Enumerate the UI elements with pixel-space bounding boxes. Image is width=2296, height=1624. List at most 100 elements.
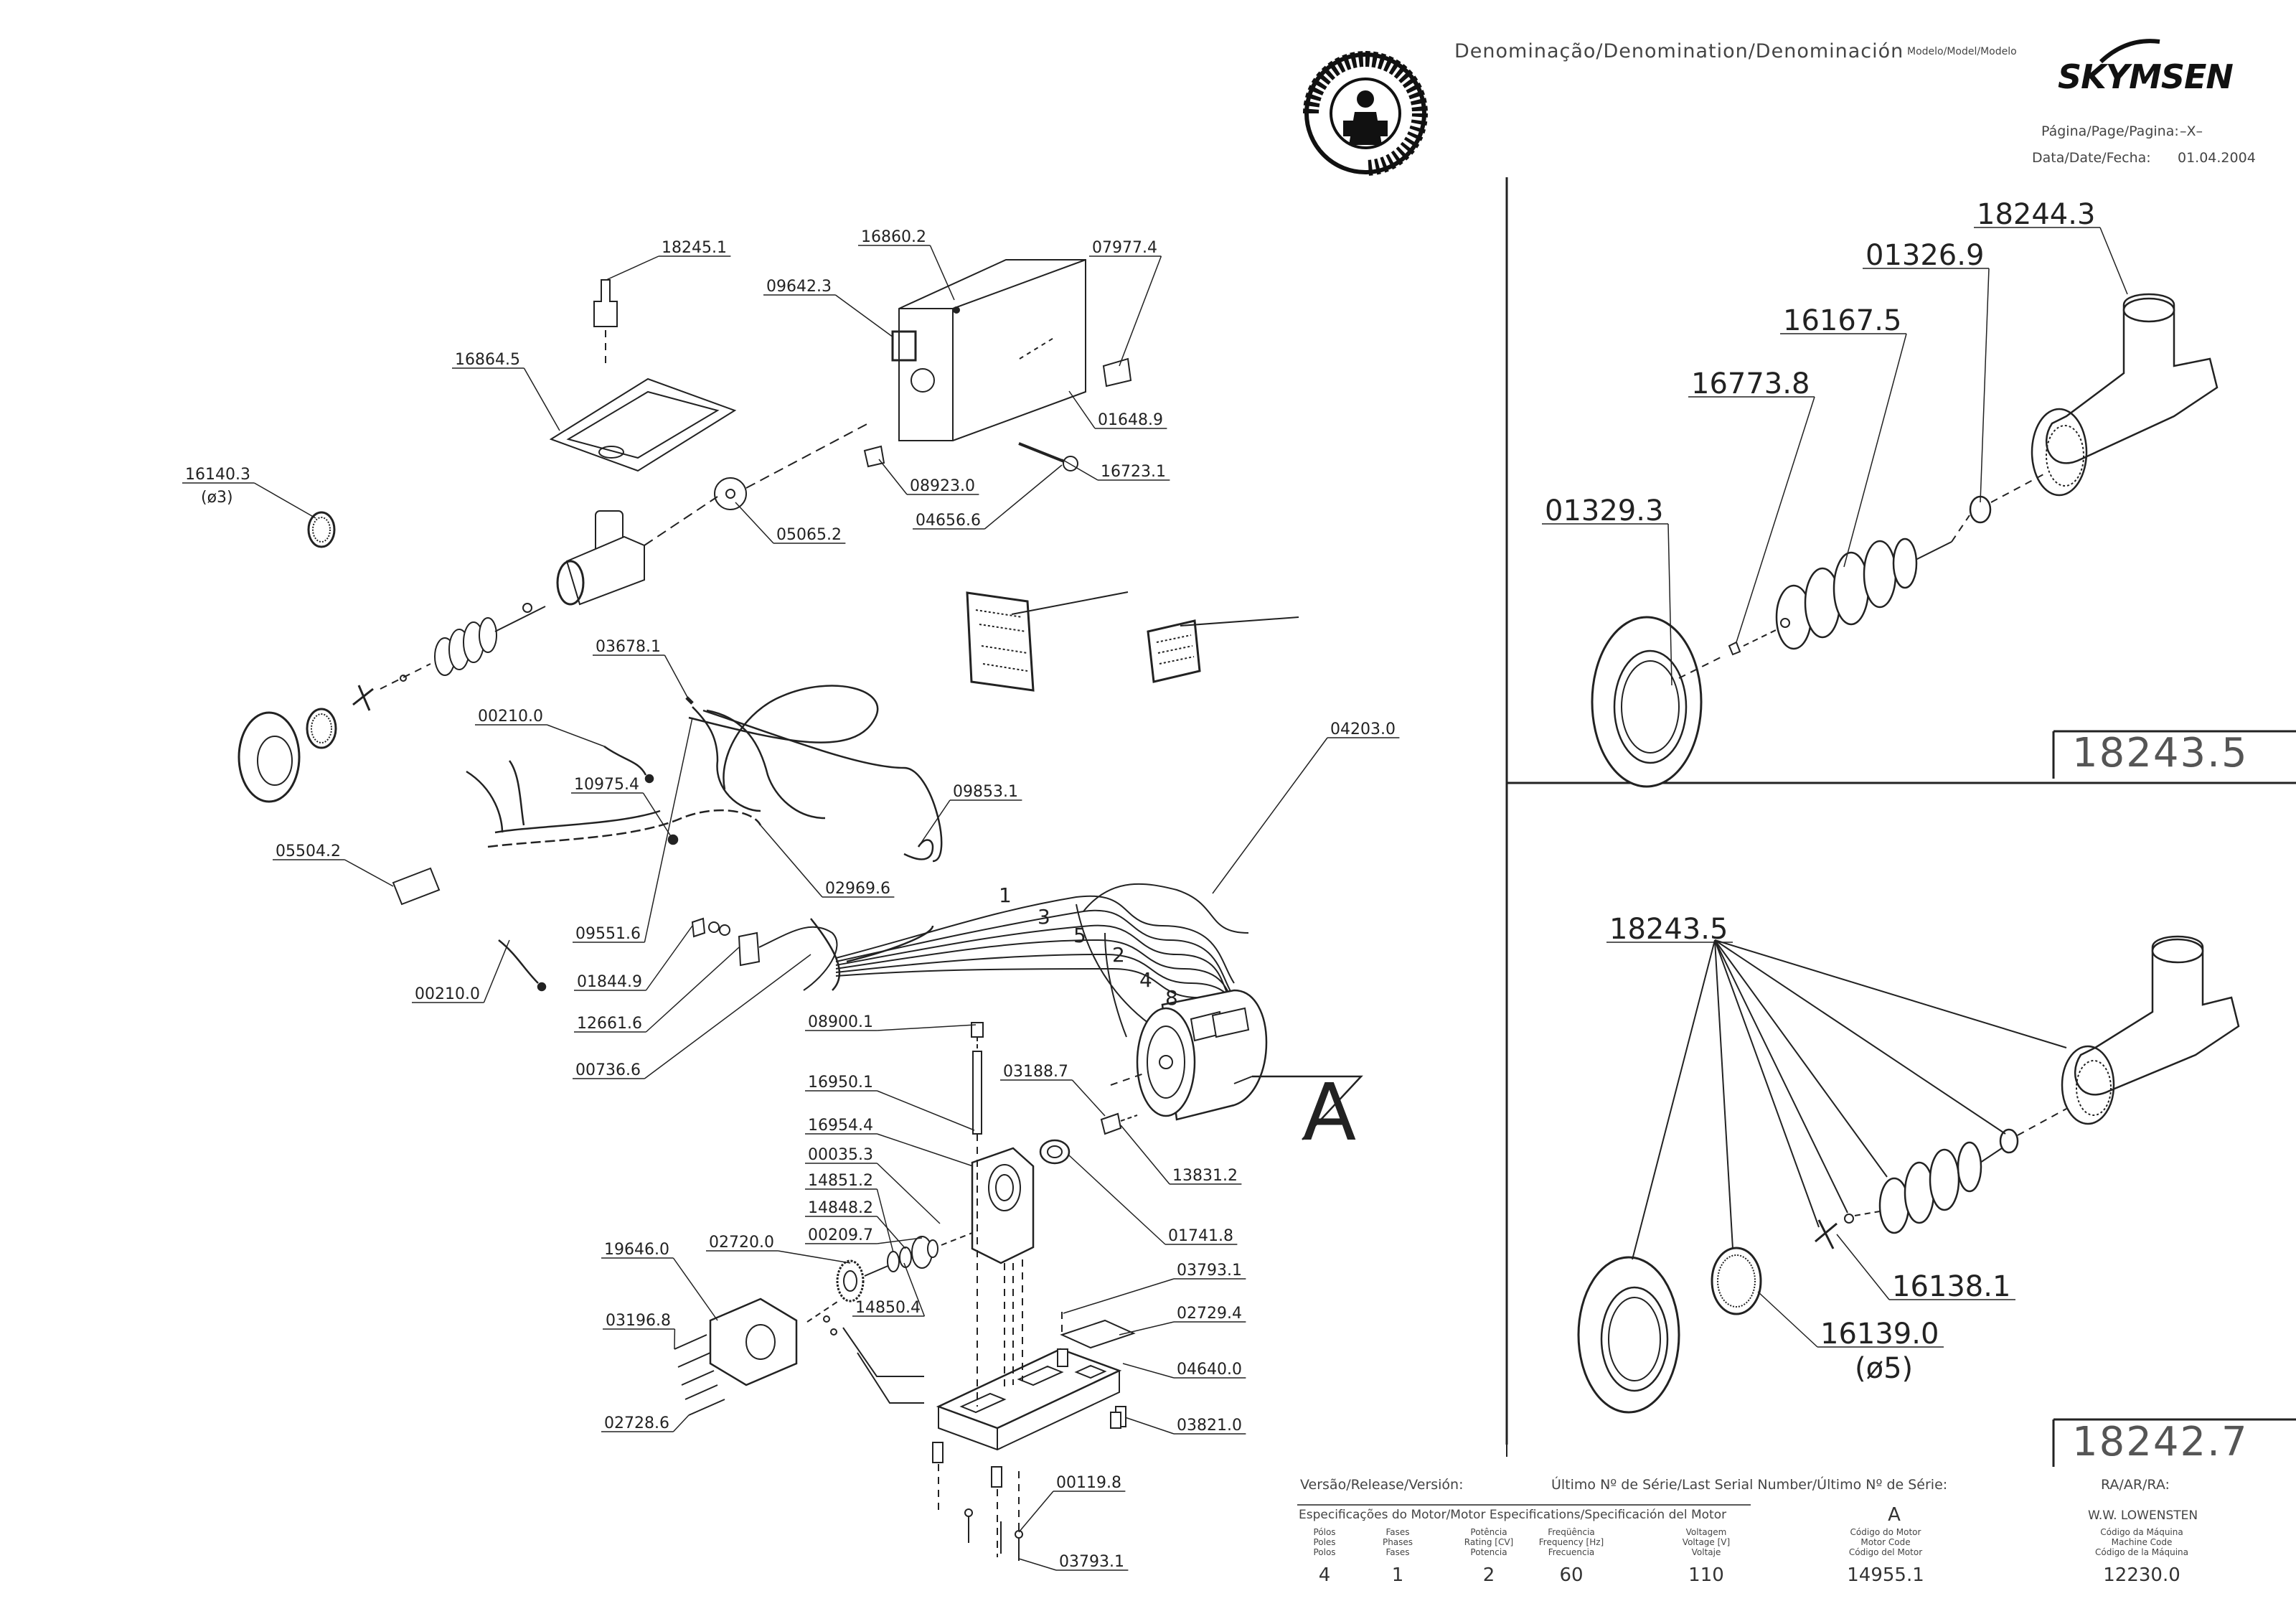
gear-train <box>836 1232 973 1303</box>
part-callout-18-leader <box>645 947 740 1033</box>
part-callout-28: 14851.2 <box>808 1172 873 1190</box>
part-callout-34: 02728.6 <box>604 1414 669 1432</box>
kit-b-grinder-head <box>2061 935 2240 1125</box>
part-callout-18: 12661.6 <box>577 1015 642 1033</box>
base-dashed-guides <box>938 1134 1063 1557</box>
part-callout-26-leader <box>877 1133 974 1167</box>
kit-b-cutting-plate <box>1711 1247 1762 1315</box>
spec-label-line: Poles <box>1313 1537 1336 1547</box>
model-label: Modelo/Model/Modelo <box>1907 46 2017 57</box>
kit-b-part-1-leader <box>1836 1234 1890 1300</box>
kit-a-code: 18243.5 <box>2072 730 2249 776</box>
part-callout-6: 07977.4 <box>1092 239 1157 257</box>
kit-b-knife <box>1815 1211 1881 1249</box>
spec-value-6: 12230.0 <box>2103 1564 2180 1586</box>
part-callout-10-leader <box>984 464 1063 530</box>
switch-bolt <box>1018 442 1078 471</box>
part-callout-17-leader <box>645 925 693 991</box>
part-callout-15-leader <box>344 859 394 887</box>
spec-label-line: Pólos <box>1313 1527 1336 1537</box>
feed-tray <box>549 377 737 472</box>
part-callout-11-leader <box>735 502 774 544</box>
part-callout-42: 03821.0 <box>1177 1417 1242 1435</box>
kit-a-part-2-leader <box>1843 333 1907 568</box>
kit-a-locking-ring <box>1591 616 1723 788</box>
worm-screw-left <box>352 603 546 711</box>
part-callout-20: 00210.0 <box>415 985 480 1003</box>
part-callout-1-leader <box>523 367 560 431</box>
part-callout-43-leader <box>1018 1491 1054 1533</box>
part-callout-44-leader <box>1018 1558 1057 1571</box>
machine-base <box>932 1348 1126 1488</box>
seal-logo <box>1302 50 1429 177</box>
ra-label: RA/AR/RA: <box>2101 1477 2170 1493</box>
part-callout-29: 14848.2 <box>808 1199 873 1217</box>
part-callout-37-leader <box>1120 1125 1170 1185</box>
wire-number-4: 4 <box>1139 968 1152 992</box>
part-callout-26: 16954.4 <box>808 1117 873 1135</box>
spec-value-5: 14955.1 <box>1847 1564 1924 1586</box>
part-callout-43: 00119.8 <box>1056 1474 1121 1492</box>
part-callout-8: 16723.1 <box>1101 463 1166 481</box>
part-callout-42-leader <box>1124 1417 1175 1435</box>
version-label: Versão/Release/Versión: <box>1300 1477 1464 1493</box>
kit-a-part-3: 16773.8 <box>1691 367 1810 400</box>
kit-b-part-2-leader <box>1757 1291 1818 1348</box>
part-callout-23-leader <box>1212 737 1328 894</box>
part-callout-6-leader <box>1119 255 1162 367</box>
part-callout-9-leader <box>878 459 908 495</box>
label-sticker-small <box>1102 357 1132 388</box>
part-callout-20-leader <box>483 939 510 1003</box>
spec-label-line: Fases <box>1385 1527 1410 1537</box>
seal-ring <box>1039 1139 1071 1165</box>
kit-b-part-1: 16138.1 <box>1892 1270 2010 1303</box>
spec-label-line: Frecuencia <box>1548 1547 1595 1557</box>
spec-label-line: Phases <box>1382 1537 1413 1547</box>
spec-label-line: Voltagem <box>1685 1527 1727 1537</box>
part-callout-25-leader <box>877 1090 975 1131</box>
spec-label-line: Voltage [V] <box>1682 1537 1731 1547</box>
part-callout-31-leader <box>778 1250 851 1264</box>
part-callout-32-leader <box>672 1257 718 1321</box>
spec-label-line: Rating [CV] <box>1464 1537 1514 1547</box>
motor-letter: A <box>1888 1504 1901 1526</box>
part-callout-40: 02729.4 <box>1177 1305 1242 1323</box>
part-callout-14-leader <box>642 792 674 840</box>
wire-number-2: 2 <box>1112 943 1125 967</box>
spec-label-line: Motor Code <box>1860 1537 1911 1547</box>
coupling <box>1100 1112 1138 1135</box>
part-callout-10: 04656.6 <box>916 512 981 530</box>
part-callout-41: 04640.0 <box>1177 1361 1242 1379</box>
part-callout-30-leader <box>877 1237 923 1244</box>
part-callout-2: 16140.3 <box>185 466 250 484</box>
brand-logo: SKYMSEN <box>2058 57 2234 96</box>
spec-label-line: Fases <box>1385 1547 1410 1557</box>
part-callout-5-leader <box>834 294 894 338</box>
kit-a-part-4-leader <box>1667 523 1672 686</box>
part-callout-24: 08900.1 <box>808 1013 873 1031</box>
kit-b-part-3: (ø5) <box>1855 1352 1913 1385</box>
spec-value-3: 60 <box>1559 1564 1584 1586</box>
kit-b-code-box <box>2052 1418 2296 1467</box>
part-callout-0-leader <box>606 255 659 281</box>
part-callout-15: 05504.2 <box>276 842 341 860</box>
part-callout-29-leader <box>876 1216 906 1249</box>
kit-a-part-2: 16167.5 <box>1783 304 1901 337</box>
date-value: 01.04.2004 <box>2178 150 2256 166</box>
spec-label-line: Voltaje <box>1691 1547 1721 1557</box>
part-callout-19-leader <box>644 954 811 1079</box>
wire-number-5: 5 <box>1073 924 1086 947</box>
date-label: Data/Date/Fecha: <box>2032 150 2151 166</box>
part-callout-17: 01844.9 <box>577 973 642 991</box>
base-screws <box>964 1508 1023 1561</box>
part-callout-44: 03793.1 <box>1059 1553 1124 1571</box>
spec-label-line: Machine Code <box>2111 1537 2173 1547</box>
bracket-lines <box>842 1327 924 1404</box>
wire-number-1: 1 <box>999 883 1012 907</box>
part-callout-22: 09853.1 <box>953 783 1018 801</box>
kit-b-washer <box>1999 1108 2067 1154</box>
part-callout-4: 16860.2 <box>861 228 926 246</box>
